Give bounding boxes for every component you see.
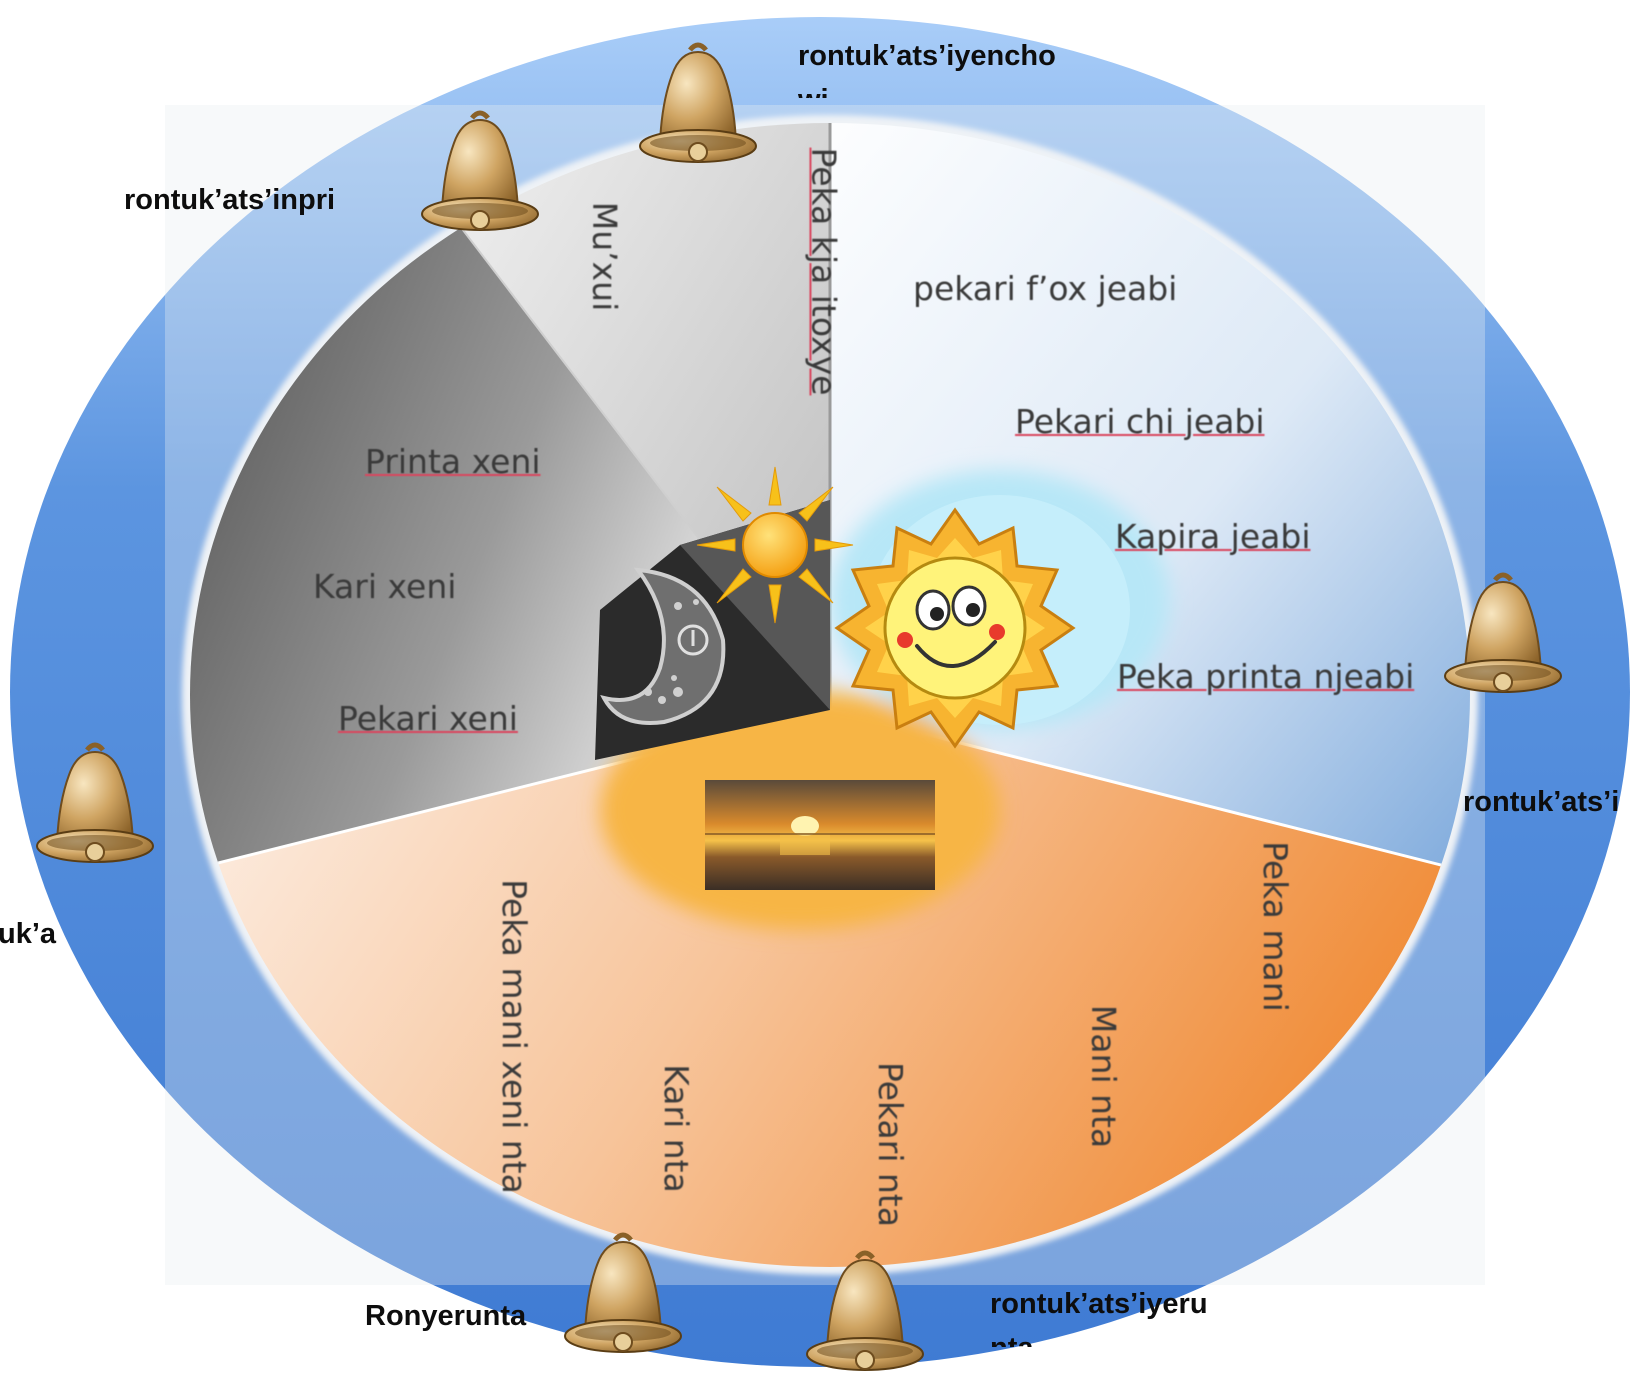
label-rontukatsi-right: rontuk’ats’i bbox=[1463, 788, 1619, 817]
segment-label-peka-mani: Peka mani bbox=[1259, 841, 1292, 1012]
label-ronyerunta: Ronyerunta bbox=[365, 1302, 526, 1331]
sun-icon bbox=[697, 467, 853, 623]
segment-label-peka-kja-itoxye: Peka kja itoxye bbox=[807, 148, 840, 396]
segment-label-mani-nta: Mani nta bbox=[1087, 1005, 1120, 1148]
segment-label-kari-xeni: Kari xeni bbox=[313, 570, 456, 603]
segment-label-kari-nta: Kari nta bbox=[660, 1064, 693, 1193]
segment-label-printa-xeni: Printa xeni bbox=[365, 445, 541, 478]
segment-label-pekari-chi-jeabi: Pekari chi jeabi bbox=[1015, 405, 1265, 438]
segment-label-peka-mani-xeni-nta: Peka mani xeni nta bbox=[498, 879, 531, 1194]
label-left-cut: uk’a bbox=[0, 920, 56, 949]
segment-label-pekari-xeni: Pekari xeni bbox=[338, 702, 518, 735]
label-rontukatsiyerunta: rontuk’ats’iyeru bbox=[990, 1290, 1208, 1319]
label-rontukatsiyerunta-cut: nta bbox=[990, 1334, 1034, 1347]
segment-label-muxui: Mu’xui bbox=[588, 202, 621, 312]
label-rontukatsiyenchowi: rontuk’ats’iyencho bbox=[798, 42, 1056, 71]
label-rontukatsinpri: rontuk’ats’inpri bbox=[124, 186, 335, 215]
sunset-photo bbox=[705, 780, 935, 890]
segment-label-peka-printa-njeabi: Peka printa njeabi bbox=[1117, 660, 1414, 693]
segment-label-pekari-fox-jeabi: pekari f’ox jeabi bbox=[913, 272, 1177, 305]
segment-label-pekari-nta: Pekari nta bbox=[874, 1062, 907, 1227]
segment-label-kapira-jeabi: Kapira jeabi bbox=[1115, 520, 1311, 553]
label-rontukatsiyenchowi-cut: wi bbox=[798, 86, 829, 98]
